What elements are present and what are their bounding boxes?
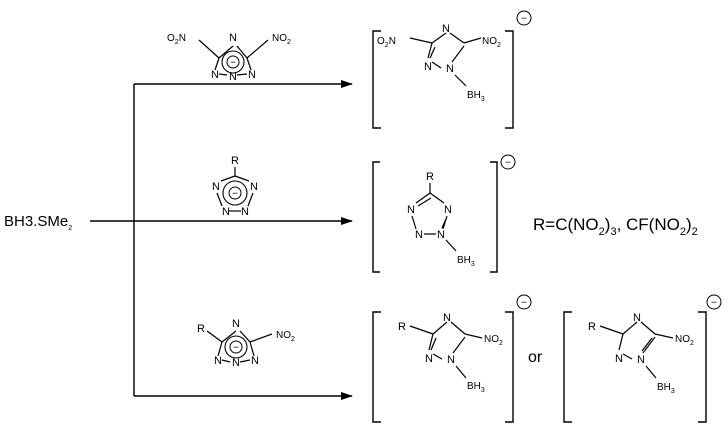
anion-charge — [706, 294, 722, 310]
reactant-nitrotriazolate: − N N N N R NO2 — [197, 318, 295, 369]
atom-n: N — [229, 32, 237, 44]
svg-text:−: − — [521, 14, 527, 25]
atom-n: N — [248, 69, 256, 81]
no2-group: NO2 — [484, 334, 503, 347]
substituent-r: R — [231, 155, 239, 167]
atom-n: N — [232, 318, 240, 330]
o2n-group: O2N — [167, 33, 186, 46]
charge-sign: − — [232, 189, 238, 200]
atom-n: N — [633, 312, 641, 324]
reaction-arrows — [90, 80, 353, 400]
atom-n: N — [447, 354, 455, 366]
bracket-right — [698, 311, 707, 423]
product-dinitrotriazole-bh3: − N N N O2N NO2 BH3 — [372, 10, 532, 129]
atom-n: N — [229, 71, 237, 83]
atom-n: N — [241, 206, 249, 218]
no2-group: NO2 — [675, 334, 694, 347]
substituent-r: R — [197, 323, 205, 335]
r-definition: R=C(NO2)3, CF(NO2)2 — [533, 215, 698, 238]
atom-n: N — [222, 206, 230, 218]
anion-charge — [516, 10, 532, 26]
atom-n: N — [425, 353, 433, 365]
atom-n: N — [446, 63, 454, 75]
charge-sign: − — [230, 58, 236, 69]
no2-group: NO2 — [482, 36, 501, 49]
bracket-left — [372, 311, 381, 423]
bh3-group: BH3 — [467, 90, 485, 103]
reactant-dinitrotriazolate: − N N N N O2N NO2 — [167, 32, 291, 83]
substituent-r: R — [426, 171, 434, 183]
anion-charge — [516, 294, 532, 310]
atom-n: N — [444, 204, 452, 216]
charge-sign: − — [233, 343, 239, 354]
atom-n: N — [637, 354, 645, 366]
no2-group: NO2 — [276, 330, 295, 343]
product-isomer-1: − N N N R NO2 BH3 — [372, 294, 532, 423]
atom-n: N — [251, 355, 259, 367]
atom-n: N — [443, 312, 451, 324]
bh3-group: BH3 — [467, 381, 485, 394]
reagent-label: BH3.SMe2 — [4, 213, 72, 232]
substituent-r: R — [398, 321, 406, 333]
bracket-left — [563, 311, 572, 423]
atom-n: N — [211, 69, 219, 81]
bracket-right — [490, 161, 498, 273]
bracket-left — [372, 161, 380, 273]
product-isomer-2: − N N N R NO2 BH3 — [563, 294, 722, 423]
atom-n: N — [615, 353, 623, 365]
substituent-r: R — [588, 321, 596, 333]
bh3-group: BH3 — [457, 255, 475, 268]
bracket-right — [505, 311, 514, 423]
atom-n: N — [212, 181, 220, 193]
atom-n: N — [214, 355, 222, 367]
product-tetrazole-bh3: − R N N N N BH3 — [372, 154, 516, 273]
atom-n: N — [424, 61, 432, 73]
bracket-right — [505, 30, 514, 129]
atom-n: N — [437, 229, 445, 241]
atom-n: N — [415, 229, 423, 241]
atom-n: N — [232, 357, 240, 369]
svg-text:−: − — [521, 298, 527, 309]
atom-n: N — [442, 23, 450, 35]
atom-n: N — [250, 181, 258, 193]
bracket-left — [372, 30, 381, 129]
anion-charge — [500, 154, 516, 170]
o2n-group: O2N — [377, 36, 396, 49]
or-connector: or — [528, 349, 543, 366]
reactant-tetrazolate: R − N N N N — [212, 155, 258, 218]
no2-group: NO2 — [272, 33, 291, 46]
svg-text:−: − — [711, 298, 717, 309]
bh3-group: BH3 — [657, 382, 675, 395]
atom-n: N — [407, 204, 415, 216]
svg-text:−: − — [505, 158, 511, 169]
